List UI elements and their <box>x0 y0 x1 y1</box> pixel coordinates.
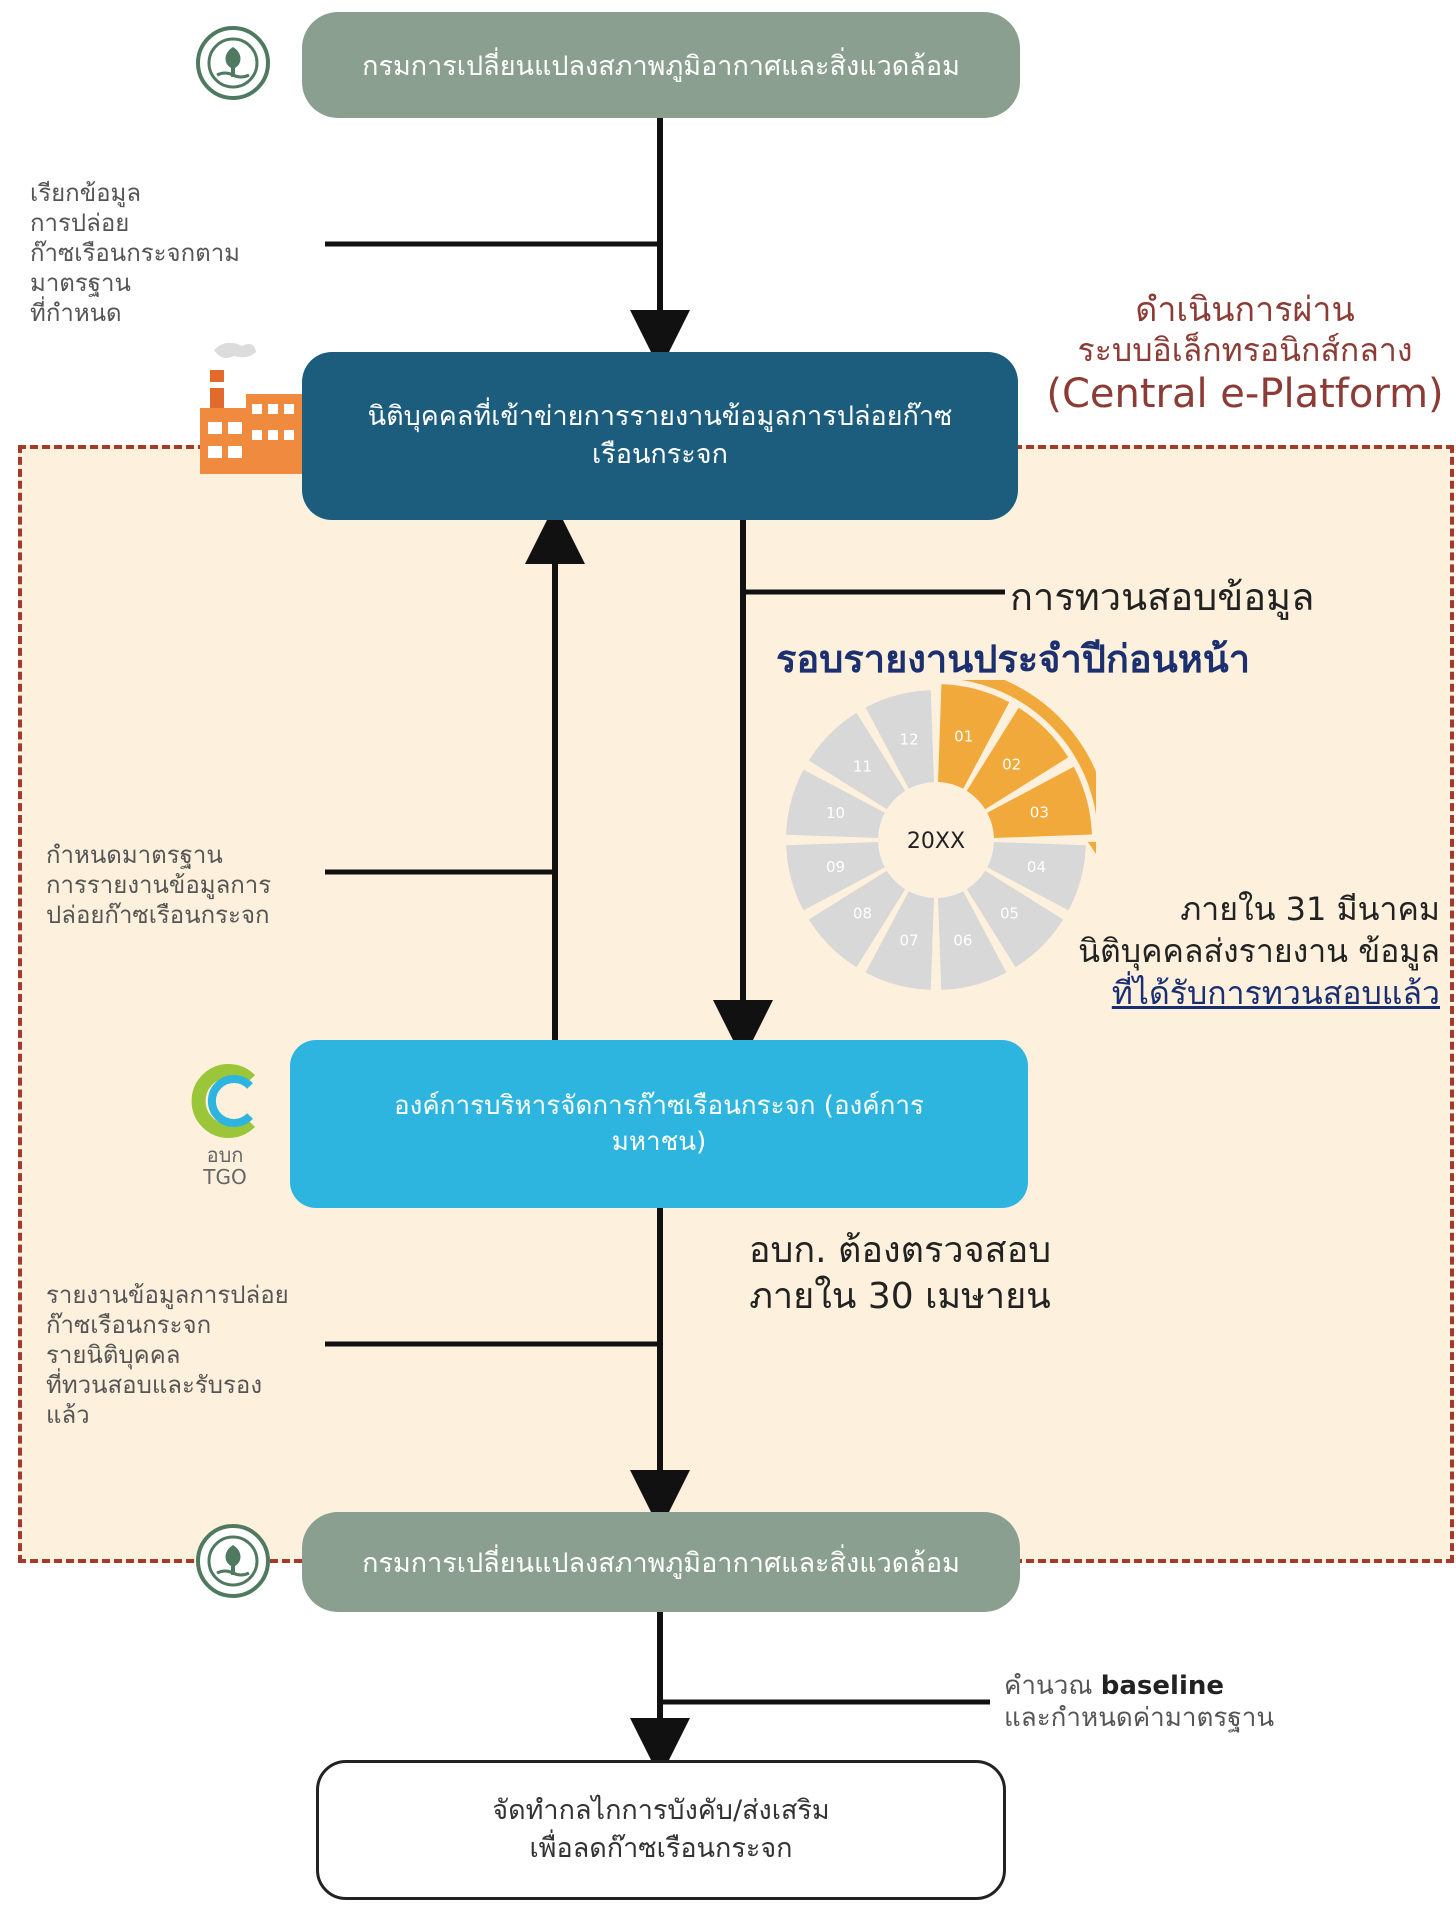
request-note-line: ก๊าซเรือนกระจกตาม <box>30 239 240 267</box>
baseline-bold: baseline <box>1100 1671 1224 1701</box>
report-note-line: แล้ว <box>46 1401 90 1429</box>
tgo-label: องค์การบริหารจัดการก๊าซเรือนกระจก (องค์ก… <box>394 1091 924 1157</box>
progress-arc <box>961 680 1096 815</box>
request-note-line: มาตรฐาน <box>30 269 131 297</box>
report-note-line: ก๊าซเรือนกระจก <box>46 1311 212 1339</box>
month-segment <box>865 690 934 789</box>
month-label: 01 <box>954 728 973 746</box>
month-label: 11 <box>853 757 872 775</box>
dcce-top-box: กรมการเปลี่ยนแปลงสภาพภูมิอากาศและสิ่งแวด… <box>302 12 1020 118</box>
month-label: 12 <box>900 731 919 749</box>
month-segment <box>865 891 934 990</box>
entity-deadline: ภายใน 31 มีนาคม นิติบุคคลส่งรายงาน ข้อมู… <box>1000 888 1440 1014</box>
month-segment <box>938 891 1007 990</box>
standard-note-line: กำหนดมาตรฐาน <box>46 841 223 869</box>
platform-label: ดำเนินการผ่าน ระบบอิเล็กทรอนิกส์กลาง (Ce… <box>1040 290 1450 418</box>
month-label: 03 <box>1030 803 1049 821</box>
baseline-prefix: คำนวณ <box>1004 1671 1101 1701</box>
month-label: 02 <box>1002 755 1021 773</box>
month-label: 05 <box>1000 905 1019 923</box>
report-note: รายงานข้อมูลการปล่อย ก๊าซเรือนกระจก รายน… <box>46 1280 289 1430</box>
deadline-line1: ภายใน 31 มีนาคม <box>1180 890 1440 928</box>
tgo-deadline-line1: อบก. ต้องตรวจสอบ <box>748 1230 1052 1271</box>
report-cycle-heading: รอบรายงานประจำปีก่อนหน้า <box>776 637 1251 681</box>
dcce-bottom-label: กรมการเปลี่ยนแปลงสภาพภูมิอากาศและสิ่งแวด… <box>362 1547 960 1579</box>
progress-arrowhead <box>1087 841 1096 855</box>
month-label: 09 <box>826 858 845 876</box>
factory-icon <box>196 330 312 478</box>
entity-label: นิติบุคคลที่เข้าข่ายการรายงานข้อมูลการปล… <box>367 401 953 470</box>
platform-line3: (Central e-Platform) <box>1046 371 1444 417</box>
month-label: 07 <box>900 931 919 949</box>
month-label: 08 <box>853 905 872 923</box>
standard-note-line: ปล่อยก๊าซเรือนกระจก <box>46 901 270 929</box>
tgo-box: องค์การบริหารจัดการก๊าซเรือนกระจก (องค์ก… <box>290 1040 1028 1208</box>
dcce-logo-icon <box>196 1524 270 1598</box>
month-segment <box>987 842 1086 911</box>
tgo-logo-text: อบก <box>206 1143 244 1167</box>
report-note-line: ที่ทวนสอบและรับรอง <box>46 1371 263 1399</box>
deadline-line3: ที่ได้รับการทวนสอบแล้ว <box>1111 974 1440 1012</box>
verify-label: การทวนสอบข้อมูล <box>1010 575 1315 619</box>
month-label: 04 <box>1027 858 1046 876</box>
platform-line1: ดำเนินการผ่าน <box>1135 290 1355 330</box>
final-box: จัดทำกลไกการบังคับ/ส่งเสริม เพื่อลดก๊าซเ… <box>316 1760 1006 1900</box>
standard-note-line: การรายงานข้อมูลการ <box>46 871 272 899</box>
deadline-line2: นิติบุคคลส่งรายงาน ข้อมูล <box>1078 932 1440 970</box>
month-segment <box>966 707 1069 810</box>
dcce-bottom-box: กรมการเปลี่ยนแปลงสภาพภูมิอากาศและสิ่งแวด… <box>302 1512 1020 1612</box>
request-note-line: การปล่อย <box>30 209 130 237</box>
month-label: 06 <box>953 931 972 949</box>
report-note-line: รายงานข้อมูลการปล่อย <box>46 1281 289 1309</box>
final-line1: จัดทำกลไกการบังคับ/ส่งเสริม <box>492 1795 830 1826</box>
month-segment <box>987 766 1092 838</box>
request-note-line: เรียกข้อมูล <box>30 179 142 207</box>
month-segment <box>808 712 906 810</box>
request-note-line: ที่กำหนด <box>30 299 122 327</box>
dcce-top-label: กรมการเปลี่ยนแปลงสภาพภูมิอากาศและสิ่งแวด… <box>362 50 960 82</box>
month-segment <box>786 842 885 911</box>
tgo-logo-text: TGO <box>203 1165 247 1189</box>
platform-line2: ระบบอิเล็กทรอนิกส์กลาง <box>1077 331 1413 369</box>
entity-box: นิติบุคคลที่เข้าข่ายการรายงานข้อมูลการปล… <box>302 352 1018 520</box>
tgo-deadline-line2: ภายใน 30 เมษายน <box>749 1276 1051 1317</box>
month-wheel: 01 02 03 04 05 06 07 08 09 10 11 12 20XX <box>786 680 1096 990</box>
tgo-deadline: อบก. ต้องตรวจสอบ ภายใน 30 เมษายน <box>720 1228 1080 1320</box>
wheel-center-label: 20XX <box>907 829 965 854</box>
tgo-logo-icon: อบก TGO <box>184 1060 266 1190</box>
final-line2: เพื่อลดก๊าซเรือนกระจก <box>529 1833 793 1864</box>
baseline-line2: และกำหนดค่ามาตรฐาน <box>1004 1703 1275 1733</box>
report-note-line: รายนิติบุคคล <box>46 1341 181 1369</box>
month-segment <box>938 684 1010 789</box>
month-segment <box>966 870 1064 968</box>
month-segment <box>808 870 906 968</box>
standard-note: กำหนดมาตรฐาน การรายงานข้อมูลการ ปล่อยก๊า… <box>46 840 271 930</box>
month-label: 10 <box>826 804 845 822</box>
request-data-note: เรียกข้อมูล การปล่อย ก๊าซเรือนกระจกตาม ม… <box>30 178 240 328</box>
month-segment <box>786 769 885 838</box>
dcce-logo-icon <box>196 26 270 100</box>
baseline-note: คำนวณ baseline และกำหนดค่ามาตรฐาน <box>1004 1670 1274 1734</box>
